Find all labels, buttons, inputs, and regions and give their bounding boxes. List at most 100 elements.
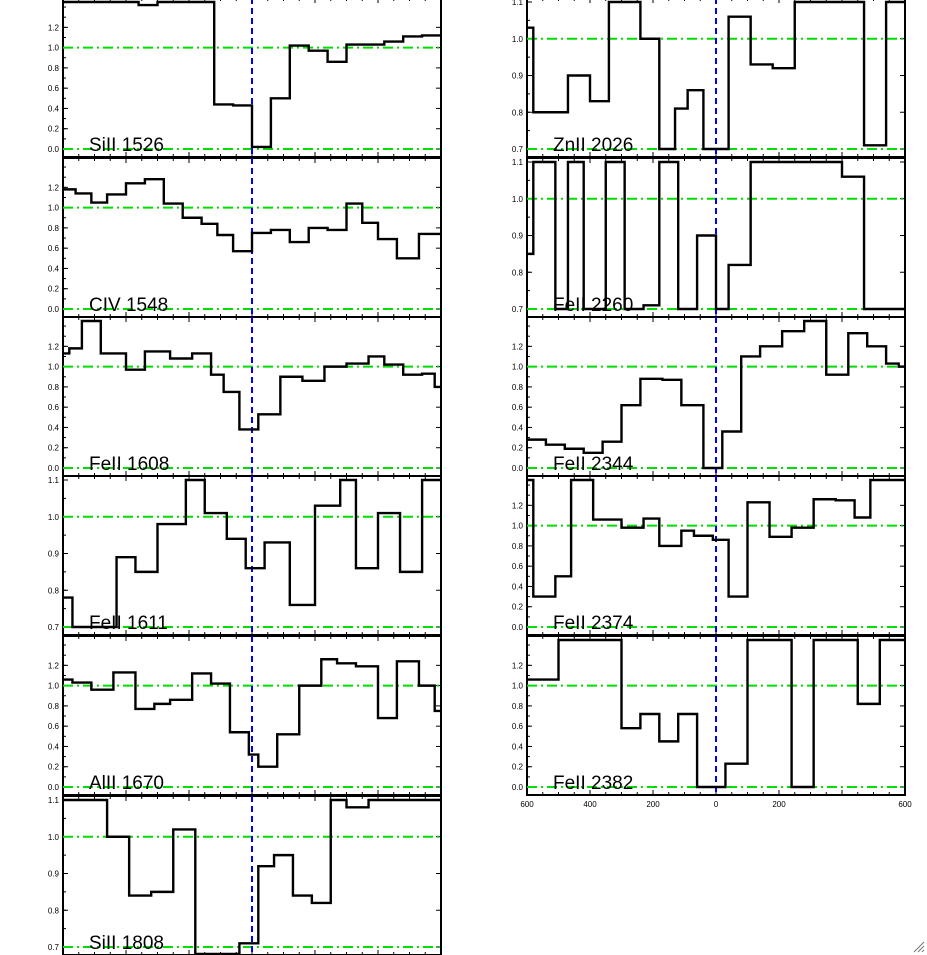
y-tick-label: 0.0	[512, 783, 524, 792]
y-tick-label: 0.9	[48, 870, 60, 879]
y-tick-label: 1.2	[48, 342, 60, 351]
x-tick-label: 200	[646, 800, 660, 809]
y-tick-label: 1.1	[48, 476, 60, 485]
y-tick-label: 0.8	[48, 586, 60, 595]
y-tick-label: 1.2	[512, 501, 524, 510]
ion-label: ZnII 2026	[553, 135, 633, 156]
ion-label: FeII 2260	[553, 295, 633, 316]
ion-label: FeII 1608	[89, 454, 169, 475]
y-tick-label: 1.0	[512, 35, 524, 44]
y-tick-label: 0.0	[48, 464, 60, 473]
y-tick-label: 0.6	[512, 403, 524, 412]
y-tick-label: 0.2	[512, 603, 524, 612]
ion-label: FeII 2382	[553, 773, 633, 794]
y-tick-label: 1.0	[48, 513, 60, 522]
resize-grip-icon[interactable]	[911, 939, 925, 953]
y-tick-label: 1.0	[48, 833, 60, 842]
y-tick-label: 0.4	[512, 582, 524, 591]
y-tick-label: 0.0	[48, 305, 60, 314]
spectrum-line	[63, 0, 441, 149]
x-tick-label: 600	[898, 800, 912, 809]
y-tick-label: 1.0	[512, 682, 524, 691]
y-tick-label: 0.8	[512, 383, 524, 392]
y-tick-label: 1.2	[512, 342, 524, 351]
y-tick-label: 0.0	[48, 145, 60, 154]
spectrum-line	[527, 0, 905, 151]
y-tick-label: 0.4	[512, 423, 524, 432]
x-tick-label: 600	[520, 800, 534, 809]
x-tick-label: 200	[772, 800, 786, 809]
ion-label: SiII 1526	[89, 135, 164, 156]
y-tick-label: 0.4	[512, 742, 524, 751]
y-tick-label: 0.6	[512, 562, 524, 571]
y-tick-label: 1.0	[48, 363, 60, 372]
y-tick-label: 0.8	[48, 224, 60, 233]
y-tick-label: 1.2	[512, 661, 524, 670]
y-tick-label: 0.8	[512, 702, 524, 711]
y-tick-label: 0.2	[48, 125, 60, 134]
y-tick-label: 1.1	[48, 796, 60, 805]
spectrum-line	[527, 478, 905, 598]
y-tick-label: 0.8	[48, 906, 60, 915]
y-tick-label: 0.4	[48, 264, 60, 273]
y-tick-label: 0.8	[48, 383, 60, 392]
y-tick-label: 1.0	[512, 522, 524, 531]
y-tick-label: 1.1	[512, 158, 524, 167]
y-tick-label: 0.9	[512, 72, 524, 81]
y-tick-label: 0.6	[48, 722, 60, 731]
x-tick-label: 0	[714, 800, 719, 809]
y-tick-label: 0.6	[48, 84, 60, 93]
y-tick-label: 0.4	[48, 423, 60, 432]
y-tick-label: 1.0	[512, 195, 524, 204]
ion-label: FeII 2344	[553, 454, 634, 475]
y-tick-label: 0.7	[48, 943, 60, 952]
spectrum-line	[527, 160, 905, 311]
y-tick-label: 1.0	[48, 204, 60, 213]
y-tick-label: 0.4	[48, 104, 60, 113]
y-tick-label: 0.8	[512, 542, 524, 551]
y-tick-label: 0.0	[512, 464, 524, 473]
y-tick-label: 0.4	[48, 742, 60, 751]
y-tick-label: 1.0	[48, 682, 60, 691]
spectrum-line	[63, 178, 441, 260]
y-tick-label: 0.0	[48, 783, 60, 792]
y-tick-label: 1.2	[48, 183, 60, 192]
y-tick-label: 0.6	[48, 403, 60, 412]
y-tick-label: 0.0	[512, 623, 524, 632]
y-tick-label: 0.8	[48, 64, 60, 73]
spectrum-line	[527, 638, 905, 789]
y-tick-label: 0.6	[512, 722, 524, 731]
y-tick-label: 0.2	[48, 444, 60, 453]
y-tick-label: 0.6	[48, 244, 60, 253]
y-tick-label: 1.2	[48, 661, 60, 670]
spectrum-line	[63, 658, 441, 768]
spectrum-line	[63, 319, 441, 431]
y-tick-label: 0.9	[48, 550, 60, 559]
y-tick-label: 0.7	[48, 623, 60, 632]
y-tick-label: 0.8	[48, 702, 60, 711]
y-tick-label: 0.8	[512, 108, 524, 117]
ion-label: FeII 2374	[553, 613, 634, 634]
y-tick-label: 1.0	[48, 44, 60, 53]
spectrum-line	[527, 319, 905, 470]
y-tick-label: 0.2	[512, 763, 524, 772]
y-tick-label: 0.2	[512, 444, 524, 453]
y-tick-label: 1.2	[48, 23, 60, 32]
y-tick-label: 0.9	[512, 232, 524, 241]
x-tick-label: 400	[583, 800, 597, 809]
spectrum-line	[63, 478, 441, 629]
y-tick-label: 1.1	[512, 0, 524, 7]
spectrum-line	[63, 798, 441, 955]
ion-label: SiII 1808	[89, 933, 164, 954]
